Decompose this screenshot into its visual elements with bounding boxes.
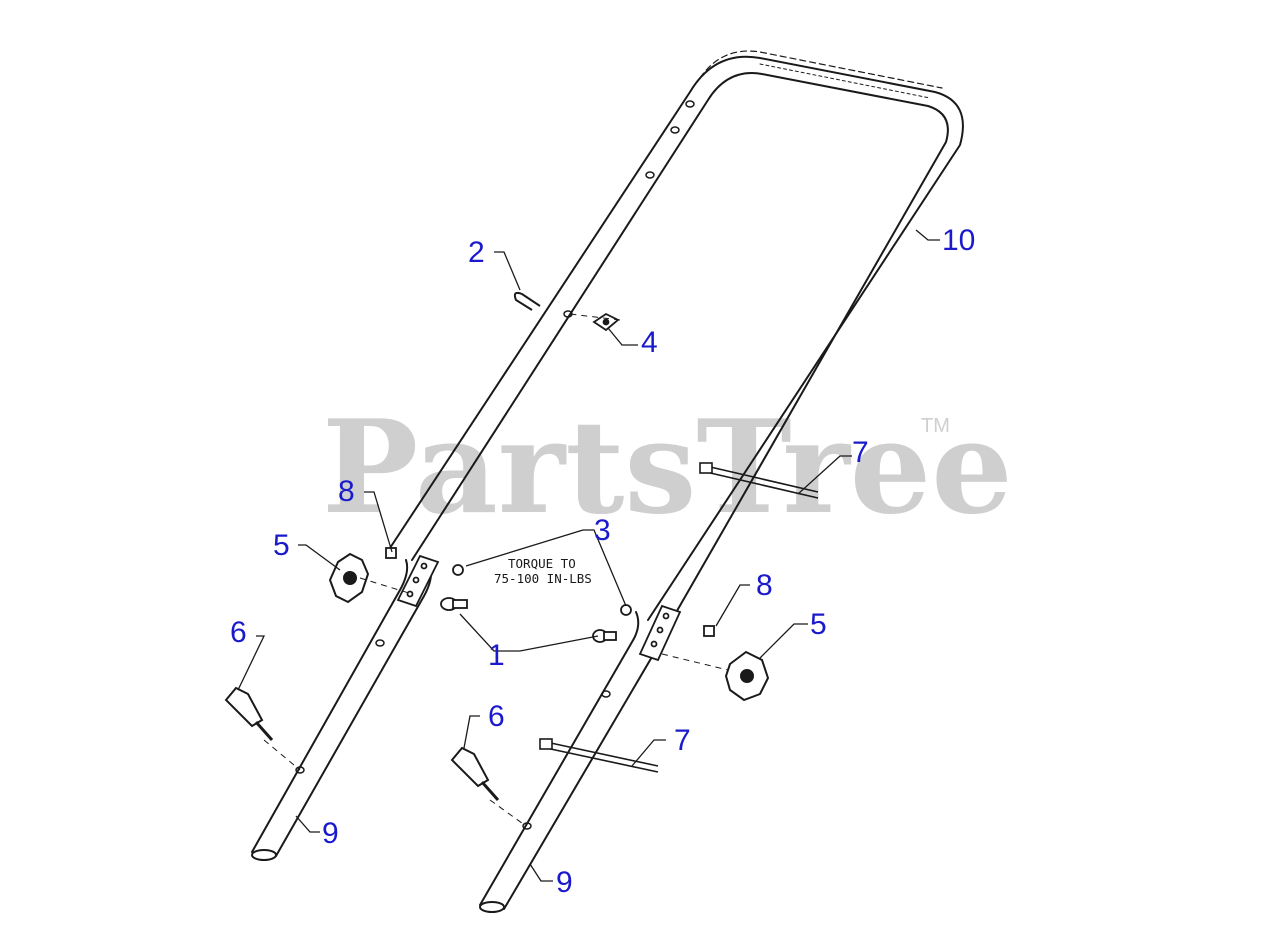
lever-right	[450, 746, 500, 801]
callout-5-right: 5	[810, 608, 827, 641]
watermark-text: PartsTree	[322, 393, 1013, 543]
callout-4: 4	[641, 326, 658, 359]
callout-7-upper: 7	[852, 436, 869, 469]
callout-10: 10	[942, 224, 975, 257]
lower-handle-left	[251, 559, 433, 861]
watermark: PartsTree TM	[322, 393, 1013, 543]
callout-2: 2	[468, 236, 485, 269]
callout-9-right: 9	[556, 866, 573, 899]
leader-lines	[237, 229, 940, 882]
callout-6-right: 6	[488, 700, 505, 733]
callout-1: 1	[488, 639, 505, 672]
alignment-lines	[263, 313, 729, 827]
tube-holes	[295, 100, 695, 830]
torque-note-line1: TORQUE TO	[508, 556, 576, 571]
cable-guide-hook	[513, 291, 541, 311]
callout-7-lower: 7	[674, 724, 691, 757]
callout-3: 3	[594, 514, 611, 547]
callout-8-left: 8	[338, 475, 355, 508]
callout-9-left: 9	[322, 817, 339, 850]
fasteners	[385, 547, 715, 643]
callout-labels: 2 4 10 7 8 3 5 8 5 6 1 6 7 9 9	[230, 224, 975, 899]
left-bracket	[396, 554, 440, 608]
torque-note-line2: 75-100 IN-LBS	[494, 571, 592, 586]
knob-right	[724, 650, 770, 702]
knob-left	[328, 552, 370, 604]
torque-note: TORQUE TO 75-100 IN-LBS	[494, 556, 592, 586]
callout-8-right: 8	[756, 569, 773, 602]
callout-5-left: 5	[273, 529, 290, 562]
lever-left	[224, 686, 274, 741]
cable-clip	[592, 312, 620, 332]
upper-handle	[389, 50, 964, 631]
watermark-trademark: TM	[921, 415, 950, 437]
callout-6-left: 6	[230, 616, 247, 649]
right-bracket	[638, 604, 682, 662]
cable-tie-lower	[539, 738, 659, 773]
